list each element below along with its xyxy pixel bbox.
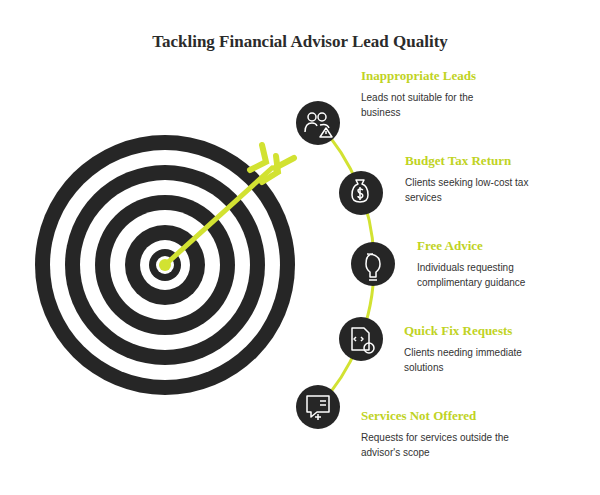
item-heading: Inappropriate Leads [361,68,479,84]
lead-item: Quick Fix RequestsClients needing immedi… [404,323,554,375]
lead-item: Inappropriate LeadsLeads not suitable fo… [361,68,479,120]
target-rings [35,135,295,395]
item-heading: Services Not Offered [361,408,521,424]
item-description: Individuals requesting complimentary gui… [417,260,557,290]
diagram-title: Tackling Financial Advisor Lead Quality [0,32,600,52]
icons [305,113,380,420]
lead-item: Free AdviceIndividuals requesting compli… [417,238,557,290]
item-description: Clients needing immediate solutions [404,345,554,375]
lead-item: Budget Tax ReturnClients seeking low-cos… [405,153,555,205]
item-description: Leads not suitable for the business [361,90,479,120]
item-description: Clients seeking low-cost tax services [405,175,555,205]
item-heading: Quick Fix Requests [404,323,554,339]
lead-item: Services Not OfferedRequests for service… [361,408,521,460]
item-heading: Budget Tax Return [405,153,555,169]
arrow [159,145,294,271]
item-heading: Free Advice [417,238,557,254]
item-description: Requests for services outside the adviso… [361,430,521,460]
icon-circles [296,101,395,429]
